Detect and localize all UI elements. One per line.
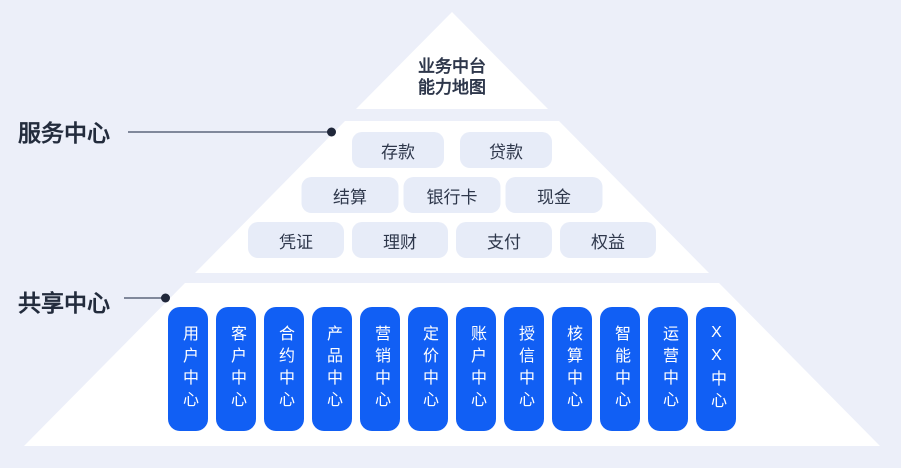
shared-pill-customer: 客户中心	[216, 307, 256, 431]
shared-pill-pricing: 定价中心	[408, 307, 448, 431]
service-pill-row-2: 结算 银行卡 现金	[301, 177, 603, 213]
service-pill-bankcard: 银行卡	[403, 177, 501, 213]
service-pill-wealth: 理财	[352, 222, 448, 258]
shared-pill-accounting: 核算中心	[552, 307, 592, 431]
service-pill-voucher: 凭证	[248, 222, 344, 258]
service-pill-cash: 现金	[505, 177, 603, 213]
label-service-center: 服务中心	[18, 120, 110, 146]
pyramid-top-triangle	[356, 12, 548, 109]
service-pill-loan: 贷款	[460, 132, 552, 168]
pyramid-title-line1: 业务中台	[418, 57, 486, 76]
shared-connector-dot	[161, 293, 170, 303]
service-center-connector-line	[128, 127, 336, 137]
label-shared-center: 共享中心	[18, 290, 110, 316]
shared-center-connector-line	[124, 293, 170, 303]
service-pill-rights: 权益	[560, 222, 656, 258]
shared-pill-account: 账户中心	[456, 307, 496, 431]
shared-pill-marketing: 营销中心	[360, 307, 400, 431]
shared-pill-credit: 授信中心	[504, 307, 544, 431]
service-pill-deposit: 存款	[352, 132, 444, 168]
pyramid-title: 业务中台 能力地图	[418, 56, 486, 98]
shared-pill-operations: 运营中心	[648, 307, 688, 431]
service-pill-row-1: 存款 贷款	[352, 132, 552, 168]
pyramid-title-line2: 能力地图	[418, 78, 486, 97]
service-pill-payment: 支付	[456, 222, 552, 258]
shared-pill-contract: 合约中心	[264, 307, 304, 431]
service-pill-row-3: 凭证 理财 支付 权益	[248, 222, 656, 258]
service-pill-settlement: 结算	[301, 177, 399, 213]
shared-pill-xx: XX中心	[696, 307, 736, 431]
shared-pill-user: 用户中心	[168, 307, 208, 431]
shared-center-row: 用户中心 客户中心 合约中心 产品中心 营销中心 定价中心 账户中心 授信中心 …	[168, 307, 736, 431]
service-connector-dot	[327, 127, 336, 137]
shared-pill-product: 产品中心	[312, 307, 352, 431]
shared-pill-intelligence: 智能中心	[600, 307, 640, 431]
